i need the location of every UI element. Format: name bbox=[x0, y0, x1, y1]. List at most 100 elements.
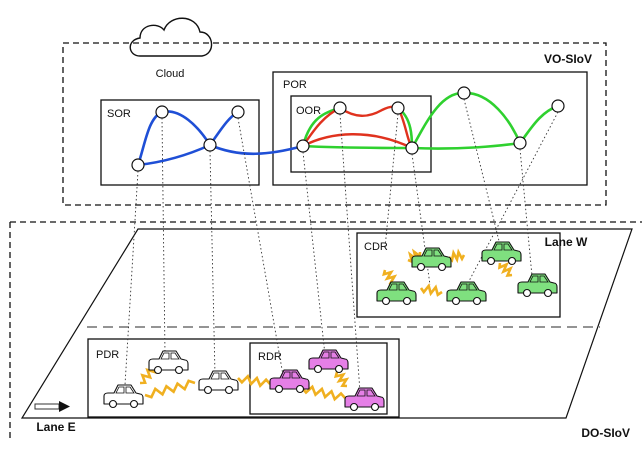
por-path-segment bbox=[463, 91, 522, 144]
car-icon bbox=[344, 387, 385, 412]
virtual-node bbox=[405, 141, 419, 155]
v2v-link bbox=[382, 269, 398, 285]
v2v-link bbox=[144, 379, 196, 399]
car-window bbox=[388, 283, 408, 291]
mapping-lines bbox=[124, 98, 559, 393]
oor-box bbox=[290, 95, 432, 173]
vo-slov-layer bbox=[62, 42, 607, 206]
vo-slov-label: VO-SIoV bbox=[544, 52, 592, 66]
car-window bbox=[493, 243, 513, 251]
virtual-node bbox=[457, 86, 471, 100]
mapping-line bbox=[209, 150, 216, 376]
car-wheel bbox=[203, 385, 213, 395]
virtual-node bbox=[513, 136, 527, 150]
pdr-label: PDR bbox=[96, 349, 119, 361]
virtual-node bbox=[155, 105, 169, 119]
car-body bbox=[446, 281, 487, 302]
sor-label: SOR bbox=[107, 108, 131, 120]
car-wheel bbox=[108, 399, 118, 409]
car-window bbox=[529, 275, 549, 283]
car-window bbox=[281, 371, 301, 379]
car-body bbox=[481, 241, 522, 262]
car-wheel bbox=[522, 288, 532, 298]
car-wheel bbox=[437, 262, 447, 272]
car-wheel bbox=[486, 256, 496, 266]
car-wheel bbox=[153, 365, 163, 375]
por-label: POR bbox=[283, 79, 307, 91]
car-icon bbox=[517, 273, 558, 298]
car-window bbox=[115, 386, 135, 394]
cdr-label: CDR bbox=[364, 241, 388, 253]
por-path-segment bbox=[410, 91, 465, 149]
oor-path-segment bbox=[339, 105, 399, 117]
car-icon bbox=[148, 350, 189, 375]
car-wheel bbox=[472, 296, 482, 306]
virtual-node bbox=[203, 138, 217, 152]
car-window bbox=[320, 351, 340, 359]
car-body bbox=[344, 387, 385, 408]
car-icon bbox=[446, 281, 487, 306]
car-body bbox=[411, 247, 452, 268]
mapping-line bbox=[302, 151, 326, 356]
car-wheel bbox=[349, 402, 359, 412]
v2v-links bbox=[139, 248, 513, 402]
cdr-box bbox=[356, 232, 561, 318]
car-window bbox=[210, 372, 230, 380]
car-body bbox=[269, 369, 310, 390]
mapping-line bbox=[339, 113, 361, 393]
road-plane bbox=[20, 228, 633, 419]
mapping-line bbox=[124, 170, 139, 386]
virtual-node bbox=[391, 101, 405, 115]
lane-e-arrow-icon bbox=[34, 401, 70, 412]
vehicles bbox=[103, 241, 558, 412]
car-icon bbox=[198, 370, 239, 395]
car-window bbox=[423, 249, 443, 257]
car-body bbox=[148, 350, 189, 371]
car-wheel bbox=[451, 296, 461, 306]
car-window bbox=[160, 352, 180, 360]
car-wheel bbox=[543, 288, 553, 298]
sor-path-segment bbox=[161, 110, 212, 146]
car-body bbox=[198, 370, 239, 391]
por-path-segment bbox=[518, 104, 559, 144]
v2v-link bbox=[497, 262, 513, 278]
car-wheel bbox=[295, 384, 305, 394]
car-body bbox=[308, 349, 349, 370]
car-icon bbox=[103, 384, 144, 409]
car-icon bbox=[411, 247, 452, 272]
car-body bbox=[103, 384, 144, 405]
car-wheel bbox=[334, 364, 344, 374]
rdr-label: RDR bbox=[258, 351, 282, 363]
mapping-line bbox=[519, 148, 533, 277]
v2v-link bbox=[301, 384, 346, 402]
sor-box bbox=[100, 99, 260, 186]
mapping-line bbox=[463, 98, 501, 246]
v2v-link bbox=[333, 371, 350, 388]
virtual-node bbox=[231, 105, 245, 119]
car-wheel bbox=[507, 256, 517, 266]
car-wheel bbox=[313, 364, 323, 374]
car-window bbox=[356, 389, 376, 397]
car-wheel bbox=[129, 399, 139, 409]
sor-path-segment bbox=[137, 143, 211, 167]
lane-e-label: Lane E bbox=[36, 420, 75, 434]
por-path-segment bbox=[411, 141, 521, 150]
virtual-nodes bbox=[131, 86, 565, 172]
virtual-node bbox=[296, 139, 310, 153]
oor-path-segment bbox=[302, 133, 413, 150]
mapping-line bbox=[384, 113, 399, 249]
mapping-line bbox=[237, 117, 284, 376]
car-wheel bbox=[416, 262, 426, 272]
car-icon bbox=[376, 281, 417, 306]
virtual-node bbox=[551, 99, 565, 113]
car-wheel bbox=[402, 296, 412, 306]
car-wheel bbox=[174, 365, 184, 375]
car-window bbox=[458, 283, 478, 291]
car-wheel bbox=[274, 384, 284, 394]
por-box bbox=[272, 71, 588, 186]
car-wheel bbox=[224, 385, 234, 395]
oor-label: OOR bbox=[296, 105, 321, 117]
virtual-node bbox=[333, 101, 347, 115]
car-icon bbox=[481, 241, 522, 266]
pdr-box bbox=[87, 338, 400, 418]
